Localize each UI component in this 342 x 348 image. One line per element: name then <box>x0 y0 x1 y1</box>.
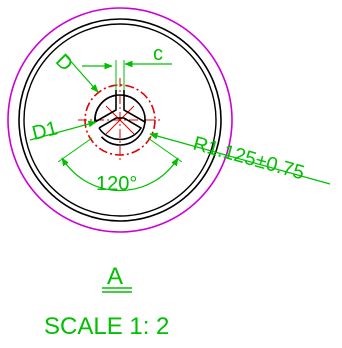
radius-label: R1.125±0.75 <box>191 133 307 185</box>
center-line-diagonal-2 <box>105 105 135 135</box>
angle-extension-left <box>57 137 93 163</box>
angle-label: 120° <box>96 173 137 195</box>
d-label: D <box>51 50 77 76</box>
angle-extension-right <box>147 137 183 163</box>
d1-label: D1 <box>30 117 60 145</box>
d1-leader-line <box>29 120 97 141</box>
d-leader-line <box>65 55 99 93</box>
view-label: A <box>107 263 123 290</box>
scale-label: SCALE 1: 2 <box>44 313 169 340</box>
bore-circle <box>94 94 146 146</box>
body-outer-circle <box>18 18 222 222</box>
body-inner-circle <box>23 23 217 217</box>
outer-boundary-circle <box>7 7 233 233</box>
c-label: c <box>153 43 163 65</box>
radius-leader-line <box>149 132 331 185</box>
angle-arc <box>61 157 179 192</box>
